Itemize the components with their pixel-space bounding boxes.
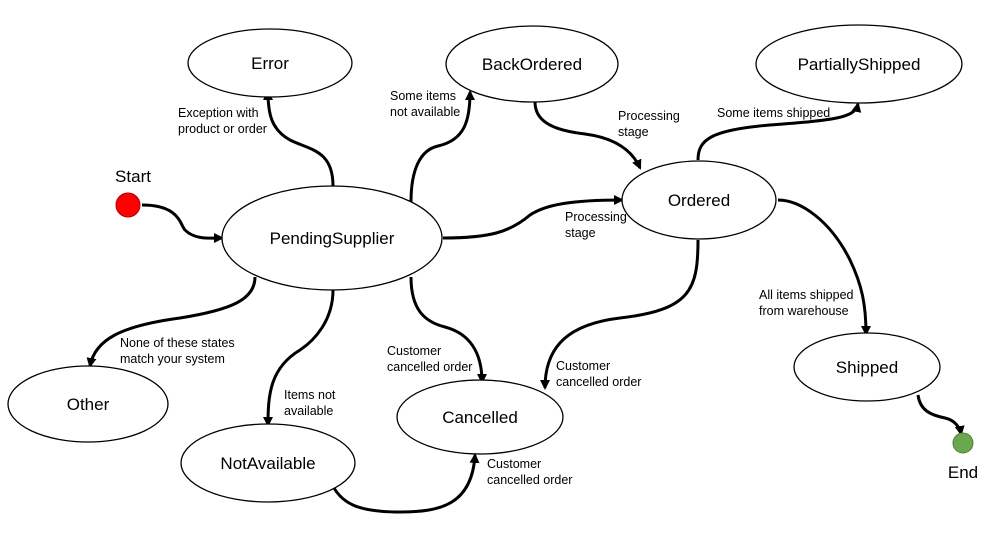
- state-backordered: BackOrdered: [445, 25, 619, 103]
- state-shipped: Shipped: [793, 332, 941, 402]
- label-all-items-shipped: All items shipped from warehouse: [759, 288, 857, 318]
- state-cancelled-label: Cancelled: [442, 408, 518, 427]
- label-customer-cancelled-left: Customer cancelled order: [387, 344, 472, 374]
- label-customer-cancelled-right: Customer cancelled order: [556, 359, 641, 389]
- start-label: Start: [115, 167, 151, 186]
- state-partiallyshipped: PartiallyShipped: [755, 24, 963, 104]
- edge-pendingsupplier-to-error: [263, 90, 335, 187]
- label-processing-stage-top: Processing stage: [618, 109, 683, 139]
- edges: [86, 90, 965, 514]
- state-notavailable-label: NotAvailable: [220, 454, 315, 473]
- end-label: End: [948, 463, 978, 482]
- label-none-of-these: None of these states match your system: [120, 336, 238, 366]
- edge-ordered-to-partiallyshipped: [696, 102, 862, 161]
- edge-shipped-to-end: [916, 394, 965, 436]
- start-node: [115, 192, 141, 218]
- state-notavailable: NotAvailable: [180, 423, 356, 503]
- edge-pendingsupplier-to-ordered: [442, 195, 624, 240]
- label-some-items-shipped: Some items shipped: [717, 106, 830, 120]
- edge-notavailable-to-cancelled: [328, 453, 480, 514]
- state-ordered-label: Ordered: [668, 191, 730, 210]
- edge-ordered-to-cancelled: [540, 239, 700, 390]
- edge-ordered-to-shipped: [777, 198, 871, 336]
- state-cancelled: Cancelled: [396, 379, 564, 455]
- state-pendingsupplier: PendingSupplier: [221, 185, 443, 291]
- edge-pendingsupplier-to-notavailable: [263, 289, 335, 427]
- label-some-items-not-available: Some items not available: [390, 89, 460, 119]
- state-other-label: Other: [67, 395, 110, 414]
- label-exception: Exception with product or order: [178, 106, 267, 136]
- end-node: [952, 432, 974, 454]
- edge-pendingsupplier-to-cancelled: [409, 276, 487, 384]
- edge-pendingsupplier-to-backordered: [409, 90, 475, 203]
- state-backordered-label: BackOrdered: [482, 55, 582, 74]
- state-pendingsupplier-label: PendingSupplier: [270, 229, 395, 248]
- edge-pendingsupplier-to-other: [86, 276, 257, 368]
- state-error: Error: [187, 28, 353, 98]
- state-error-label: Error: [251, 54, 289, 73]
- state-partiallyshipped-label: PartiallyShipped: [798, 55, 921, 74]
- edge-start-to-pendingsupplier: [141, 203, 224, 244]
- label-items-not-available: Items not available: [284, 388, 339, 418]
- label-customer-cancelled-bottom: Customer cancelled order: [487, 457, 572, 487]
- state-shipped-label: Shipped: [836, 358, 898, 377]
- edge-backordered-to-ordered: [533, 101, 642, 170]
- label-processing-stage-mid: Processing stage: [565, 210, 630, 240]
- state-ordered: Ordered: [621, 160, 777, 240]
- state-other: Other: [7, 365, 169, 443]
